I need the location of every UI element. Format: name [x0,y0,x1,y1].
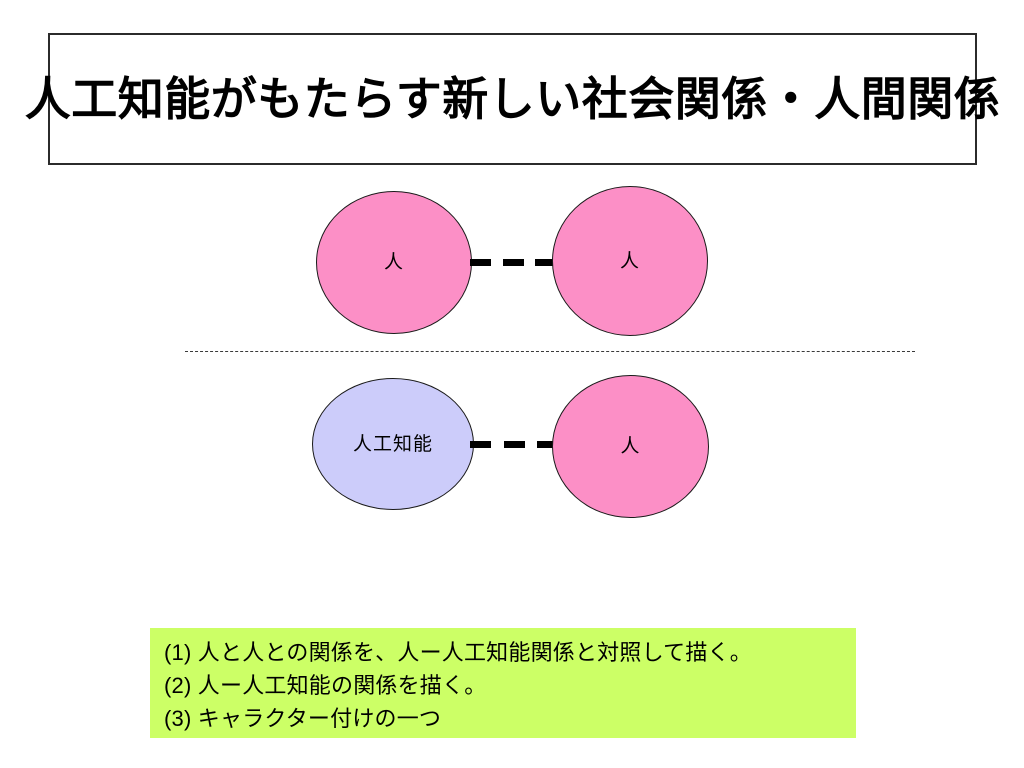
node-person-bottom-right[interactable]: 人 [552,375,709,518]
section-divider [185,351,915,352]
node-label: 人 [620,436,641,457]
connector-human-human[interactable] [470,259,556,266]
page-title: 人工知能がもたらす新しい社会関係・人間関係 [24,72,1001,125]
notes-box: (1) 人と人との関係を、人ー人工知能関係と対照して描く。 (2) 人ー人工知能… [150,628,856,738]
note-line-2: (2) 人ー人工知能の関係を描く。 [164,673,487,698]
node-label: 人 [619,250,640,272]
dash-segment [503,441,525,448]
node-label: 人工知能 [352,433,433,455]
dash-segment [537,441,558,448]
node-person-top-right[interactable]: 人 [552,186,708,336]
node-label: 人 [383,252,404,273]
node-person-top-left[interactable]: 人 [316,191,472,334]
title-box: 人工知能がもたらす新しい社会関係・人間関係 [25,33,1000,165]
note-line-3: (3) キャラクター付けの一つ [164,706,442,731]
dash-segment [470,441,491,448]
dash-segment [502,259,524,266]
note-line-1: (1) 人と人との関係を、人ー人工知能関係と対照して描く。 [164,640,752,665]
dash-segment [470,259,491,266]
connector-human-ai[interactable] [470,441,558,448]
node-artificial-intelligence[interactable]: 人工知能 [312,378,474,510]
dash-segment [535,259,556,266]
